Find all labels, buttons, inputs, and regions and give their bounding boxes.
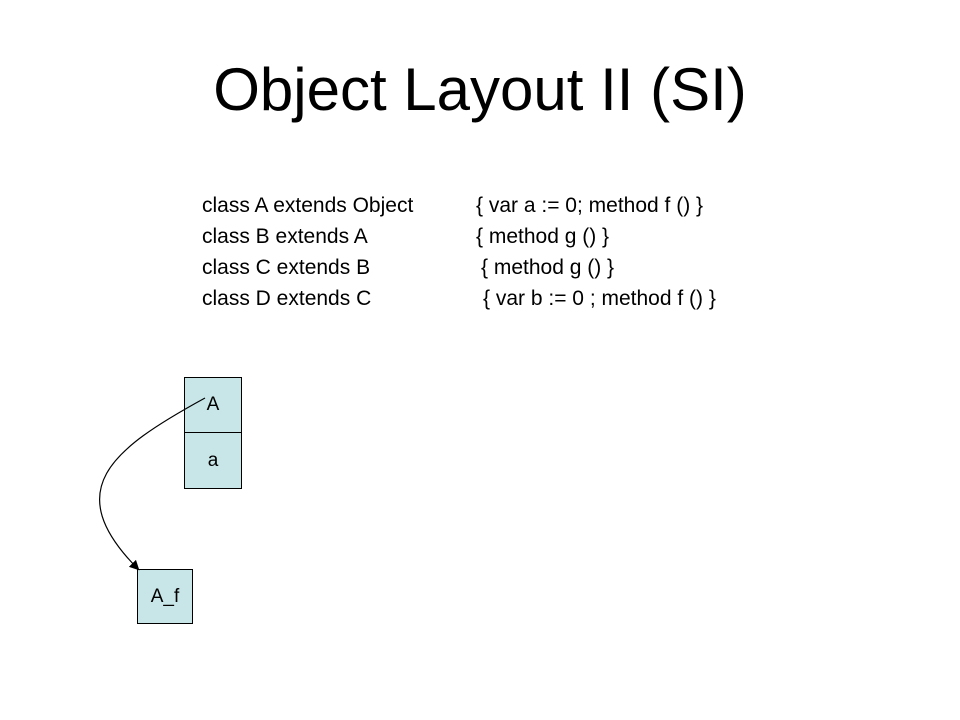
- class-b-body: { method g () }: [476, 225, 610, 248]
- class-c-declaration: class C extends B: [202, 256, 371, 279]
- object-class-pointer-cell: A: [184, 377, 242, 433]
- vtable-entry-cell: A_f: [137, 569, 193, 624]
- class-a-declaration: class A extends Object: [202, 194, 414, 217]
- slide-title: Object Layout II (SI): [213, 56, 747, 123]
- class-c-body: { method g () }: [481, 256, 615, 279]
- object-field-cell: a: [184, 432, 242, 489]
- code-line-class-c: class C extends B { method g () }: [202, 252, 614, 283]
- vtable-entry-label: A_f: [150, 585, 180, 607]
- class-a-body: { var a := 0; method f () }: [476, 194, 704, 217]
- class-d-body: { var b := 0 ; method f () }: [483, 287, 716, 310]
- class-d-declaration: class D extends C: [202, 287, 372, 310]
- code-line-class-a: class A extends Object { var a := 0; met…: [202, 190, 703, 221]
- object-class-pointer-label: A: [206, 394, 220, 415]
- code-line-class-d: class D extends C { var b := 0 ; method …: [202, 283, 716, 314]
- class-definitions: class A extends Object { var a := 0; met…: [202, 190, 716, 314]
- object-field-label: a: [207, 449, 219, 471]
- code-line-class-b: class B extends A { method g () }: [202, 221, 609, 252]
- class-b-declaration: class B extends A: [202, 225, 368, 248]
